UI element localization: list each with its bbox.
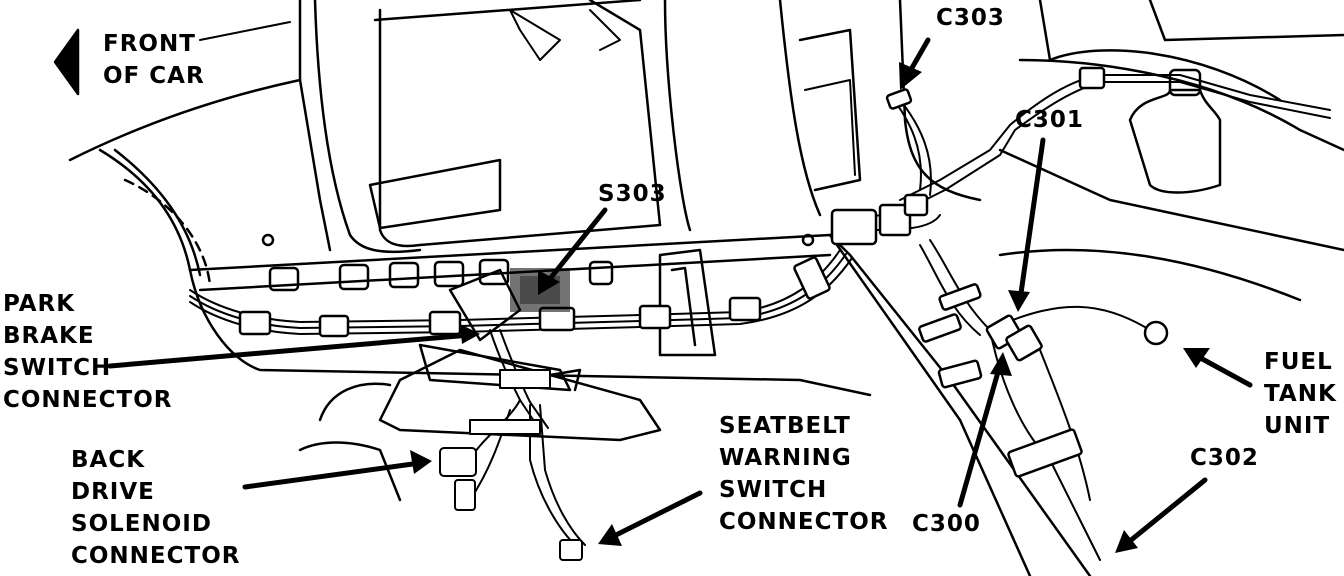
leader-lines: [107, 37, 1253, 548]
fuel-tank-line-2: TANK: [1264, 381, 1337, 407]
front-direction-arrow: [53, 28, 80, 96]
front-of-car-line-1: FRONT: [103, 31, 196, 57]
c303-label: C303: [936, 5, 1005, 31]
seatbelt-line-3: SWITCH: [719, 477, 828, 503]
seatbelt-warning-switch-connector-label: SEATBELT WARNING SWITCH CONNECTOR: [719, 410, 888, 538]
seatbelt-line-1: SEATBELT: [719, 413, 851, 439]
seatbelt-line-2: WARNING: [719, 445, 852, 471]
fuel-tank-line-1: FUEL: [1264, 349, 1333, 375]
park-brake-line-2: BRAKE: [3, 323, 95, 349]
back-drive-line-4: CONNECTOR: [71, 543, 241, 569]
body-outline: [68, 0, 1344, 302]
s303-label: S303: [598, 181, 667, 207]
park-brake-line-3: SWITCH: [3, 355, 112, 381]
seatbelt-line-4: CONNECTOR: [719, 509, 889, 535]
fuel-tank-line-3: UNIT: [1264, 413, 1331, 439]
c301-label: C301: [1015, 107, 1084, 133]
floor-sill: [98, 148, 1092, 576]
back-drive-line-3: SOLENOID: [71, 511, 212, 537]
c302-label: C302: [1190, 445, 1259, 471]
back-drive-solenoid-connector-label: BACK DRIVE SOLENOID CONNECTOR: [71, 444, 240, 572]
front-of-car-label: FRONT OF CAR: [103, 28, 205, 92]
back-drive-line-2: DRIVE: [71, 479, 155, 505]
arrowheads: [410, 62, 1210, 553]
front-of-car-line-2: OF CAR: [103, 63, 205, 89]
back-drive-line-1: BACK: [71, 447, 146, 473]
park-brake-line-4: CONNECTOR: [3, 387, 173, 413]
sub-harness: [439, 329, 586, 561]
park-brake-line-1: PARK: [3, 291, 76, 317]
park-brake-switch-connector-label: PARK BRAKE SWITCH CONNECTOR: [3, 288, 172, 416]
fuel-tank-unit-label: FUEL TANK UNIT: [1264, 346, 1337, 442]
console: [298, 268, 662, 502]
c300-label: C300: [912, 511, 981, 537]
harness-connectors: [238, 66, 1169, 478]
